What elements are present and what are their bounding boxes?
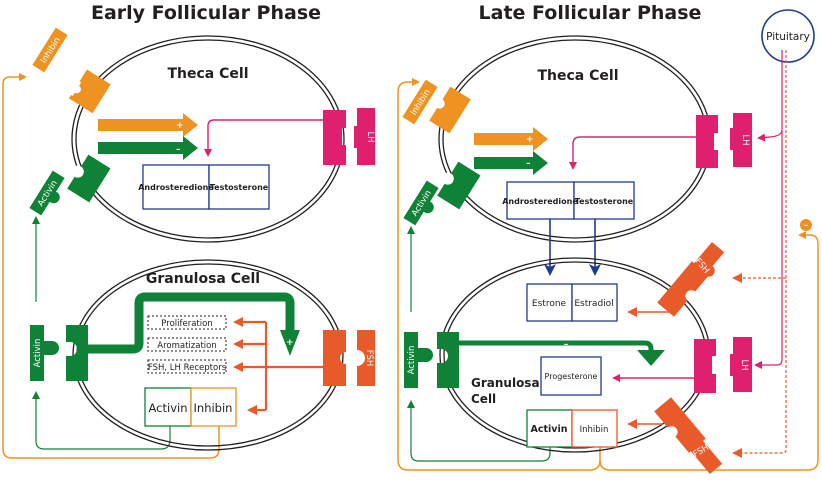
granulosa-cell-title: Granulosa Cell <box>146 271 260 287</box>
late-lh-signal-arrow <box>569 136 696 170</box>
late-activin-ligand: Activin <box>403 180 439 226</box>
estrogen-boxes: Estrone Estradiol <box>526 283 618 322</box>
late-activin-feedback <box>407 400 551 462</box>
inhibin-to-pituitary-loop <box>599 231 819 471</box>
activin-ligand: Activin <box>29 170 65 216</box>
negative-feedback-badge <box>800 219 812 231</box>
late-granulosa-lh-ligand: LH <box>730 337 752 392</box>
late-activin-inhibition-arrowhead <box>637 350 665 366</box>
granulosa-activin-ligand: Activin <box>30 325 59 381</box>
lh-signal-arrow <box>204 119 323 157</box>
late-inhibin-product-label: Inhibin <box>580 425 609 435</box>
plus-sign: + <box>526 135 534 145</box>
late-granulosa-activin-ligand: Activin <box>404 332 433 388</box>
late-theca-cell-title: Theca Cell <box>538 68 619 84</box>
pituitary-lh-line-theca <box>757 129 783 142</box>
late-lh-ligand: LH <box>730 113 752 167</box>
minus-sign: – <box>564 340 569 350</box>
granulosa-activin-ligand-label: Activin <box>33 339 43 368</box>
activin-product-label: Activin <box>149 401 188 415</box>
lh-ligand-label: LH <box>365 131 375 142</box>
estrone-label: Estrone <box>532 299 567 309</box>
late-fsh-bottom-ligand: FSH <box>679 426 723 475</box>
minus-sign: – <box>176 145 181 155</box>
pituitary-lh-line <box>754 50 783 369</box>
late-granulosa-title-2: Cell <box>471 392 496 406</box>
pituitary-fsh-line <box>732 50 787 458</box>
fsh-ligand: FSH <box>357 330 375 386</box>
late-activin-product-label: Activin <box>531 424 568 435</box>
late-activin-effect-arrow: – <box>474 151 548 175</box>
late-granulosa-activin-ligand-label: Activin <box>407 346 417 375</box>
late-activin-inhibition-arrow <box>459 340 654 352</box>
pituitary-label: Pituitary <box>766 31 810 43</box>
late-androstenedione-label: Androsteredione <box>502 197 578 206</box>
late-follicular-phase: Late Follicular Phase – Pituitary Theca … <box>397 2 819 475</box>
inhibin-product-label: Inhibin <box>194 401 233 415</box>
lh-ligand: LH <box>354 108 375 165</box>
plus-sign: + <box>286 338 294 348</box>
estradiol-label: Estradiol <box>574 299 613 309</box>
fsh-lh-receptors-label: FSH, LH Receptors <box>148 363 227 373</box>
late-phase-title: Late Follicular Phase <box>479 2 702 24</box>
activin-effect-arrow: – <box>98 136 198 160</box>
testosterone-label: Testosterone <box>210 183 269 192</box>
inhibin-effect-arrow: + <box>98 113 198 137</box>
late-inhibin-effect-arrow: + <box>474 127 548 151</box>
late-granulosa-activin-receptor <box>437 332 459 388</box>
androstenedione-label: Androsteredione <box>138 183 214 192</box>
pituitary: Pituitary <box>761 9 815 63</box>
late-granulosa-products: Activin Inhibin <box>526 409 618 448</box>
inhibin-ligand: Inhibin <box>32 27 68 73</box>
progesterone-label: Progesterone <box>545 372 598 381</box>
plus-sign: + <box>176 121 184 131</box>
fsh-ligand-label: FSH <box>364 350 374 367</box>
inhibin-feedback-loop <box>397 78 601 471</box>
late-granulosa-lh-receptor <box>694 339 716 393</box>
late-granulosa-title-1: Granulosa <box>471 376 540 390</box>
theca-cell-title: Theca Cell <box>168 66 249 82</box>
granulosa-activin-receptor <box>66 325 88 381</box>
lh-receptor <box>323 110 346 165</box>
inhibin-receptor <box>67 69 111 114</box>
aromatization-label: Aromatization <box>157 341 216 351</box>
late-activin-receptor <box>437 161 481 210</box>
effect-boxes: Proliferation Aromatization FSH, LH Rece… <box>147 315 227 374</box>
late-lh-receptor <box>696 115 718 168</box>
progesterone-box: Progesterone <box>540 356 602 396</box>
inhibin-feedback-line <box>2 73 220 459</box>
late-theca-steroid-boxes: Androsteredione Testosterone <box>502 181 635 220</box>
fsh-effect-arrows <box>233 317 323 415</box>
activin-feedback-line <box>32 391 171 450</box>
early-follicular-phase: Early Follicular Phase Theca Cell Inhibi… <box>2 2 375 459</box>
theca-steroid-boxes: Androsteredione Testosterone <box>138 164 270 210</box>
activin-stimulation-arrow <box>88 292 295 354</box>
fsh-receptor <box>323 330 346 386</box>
negative-feedback-sign: – <box>804 221 809 231</box>
late-granulosa-lh-ligand-label: LH <box>739 359 749 370</box>
proliferation-label: Proliferation <box>161 319 212 329</box>
activin-receptor <box>67 154 111 203</box>
late-fsh-top-ligand: FSH <box>681 241 725 290</box>
granulosa-products: Activin Inhibin <box>144 387 237 427</box>
late-inhibin-receptor <box>429 86 471 134</box>
late-lh-ligand-label: LH <box>740 134 750 145</box>
activin-stimulation-arrowhead <box>280 330 300 356</box>
minus-sign: – <box>526 159 531 169</box>
early-phase-title: Early Follicular Phase <box>91 2 321 24</box>
late-testosterone-label: Testosterone <box>575 197 634 206</box>
